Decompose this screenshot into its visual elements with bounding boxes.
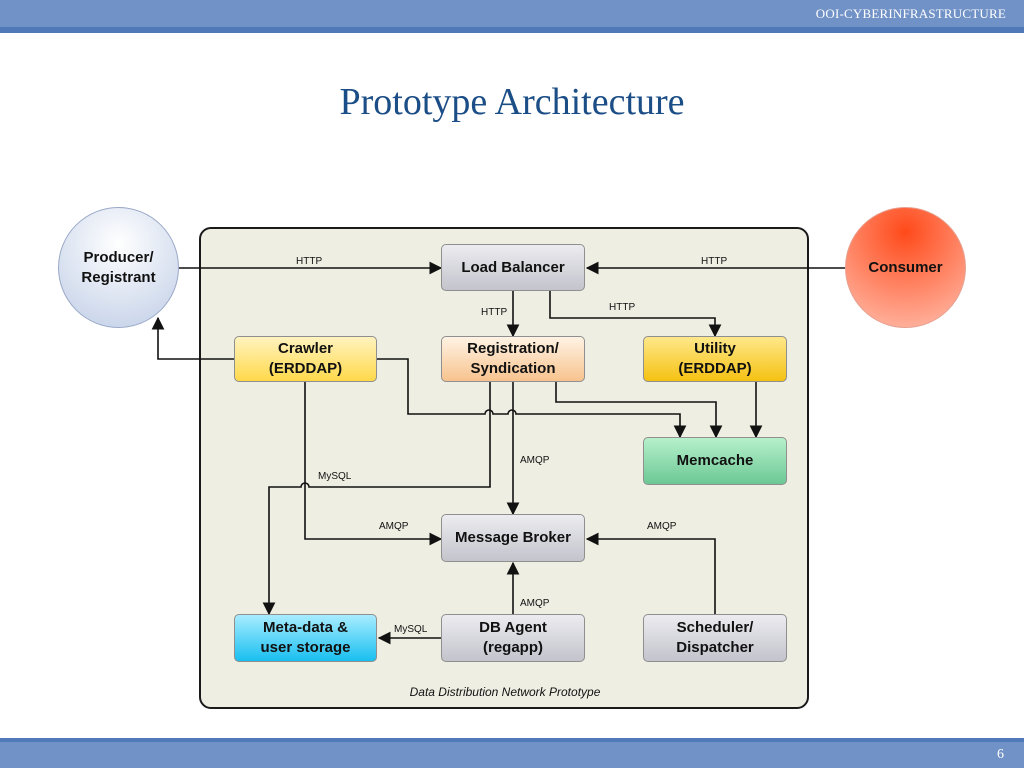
footer-stripe [0,738,1024,742]
edge-label-dbagent-storage: MySQL [394,624,428,635]
edge-registration-memcache [555,382,723,439]
message-broker-node: Message Broker [441,514,585,562]
edge-scheduler-broker [585,532,716,614]
memcache-node: Memcache [643,437,787,485]
footer-bar [0,742,1024,768]
crawler-node: Crawler (ERDDAP) [234,336,377,382]
edge-label-consumer-lb: HTTP [701,256,728,267]
edge-label-lb-utility: HTTP [609,302,636,313]
top-bar [0,0,1024,27]
brand-label: OOI-CYBERINFRASTRUCTURE [815,6,1006,21]
edge-crawler-producer [151,316,234,360]
db-agent-node: DB Agent (regapp) [441,614,585,662]
edge-label-lb-registration: HTTP [481,307,508,318]
utility-node: Utility (ERDDAP) [643,336,787,382]
edge-label-producer-lb: HTTP [296,256,323,267]
page-number: 6 [997,747,1004,762]
consumer-node: Consumer [845,207,966,328]
metadata-storage-node: Meta-data & user storage [234,614,377,662]
edge-label-scheduler-broker: AMQP [647,521,677,532]
load-balancer-node: Load Balancer [441,244,585,291]
edge-label-crawler-broker: AMQP [379,521,409,532]
edge-crawler-memcache [377,358,687,439]
edge-registration-storage [262,382,491,616]
edge-label-registration-broker: AMQP [520,455,550,466]
registration-syndication-node: Registration/ Syndication [441,336,585,382]
edge-label-dbagent-broker: AMQP [520,598,550,609]
edge-lb-utility [549,291,722,338]
top-bar-stripe [0,27,1024,33]
scheduler-dispatcher-node: Scheduler/ Dispatcher [643,614,787,662]
edge-crawler-broker [304,382,443,546]
producer-registrant-node: Producer/ Registrant [58,207,179,328]
edge-label-crawler-storage: MySQL [318,471,352,482]
slide-title: Prototype Architecture [339,81,685,123]
diagram-caption: Data Distribution Network Prototype [409,685,601,699]
